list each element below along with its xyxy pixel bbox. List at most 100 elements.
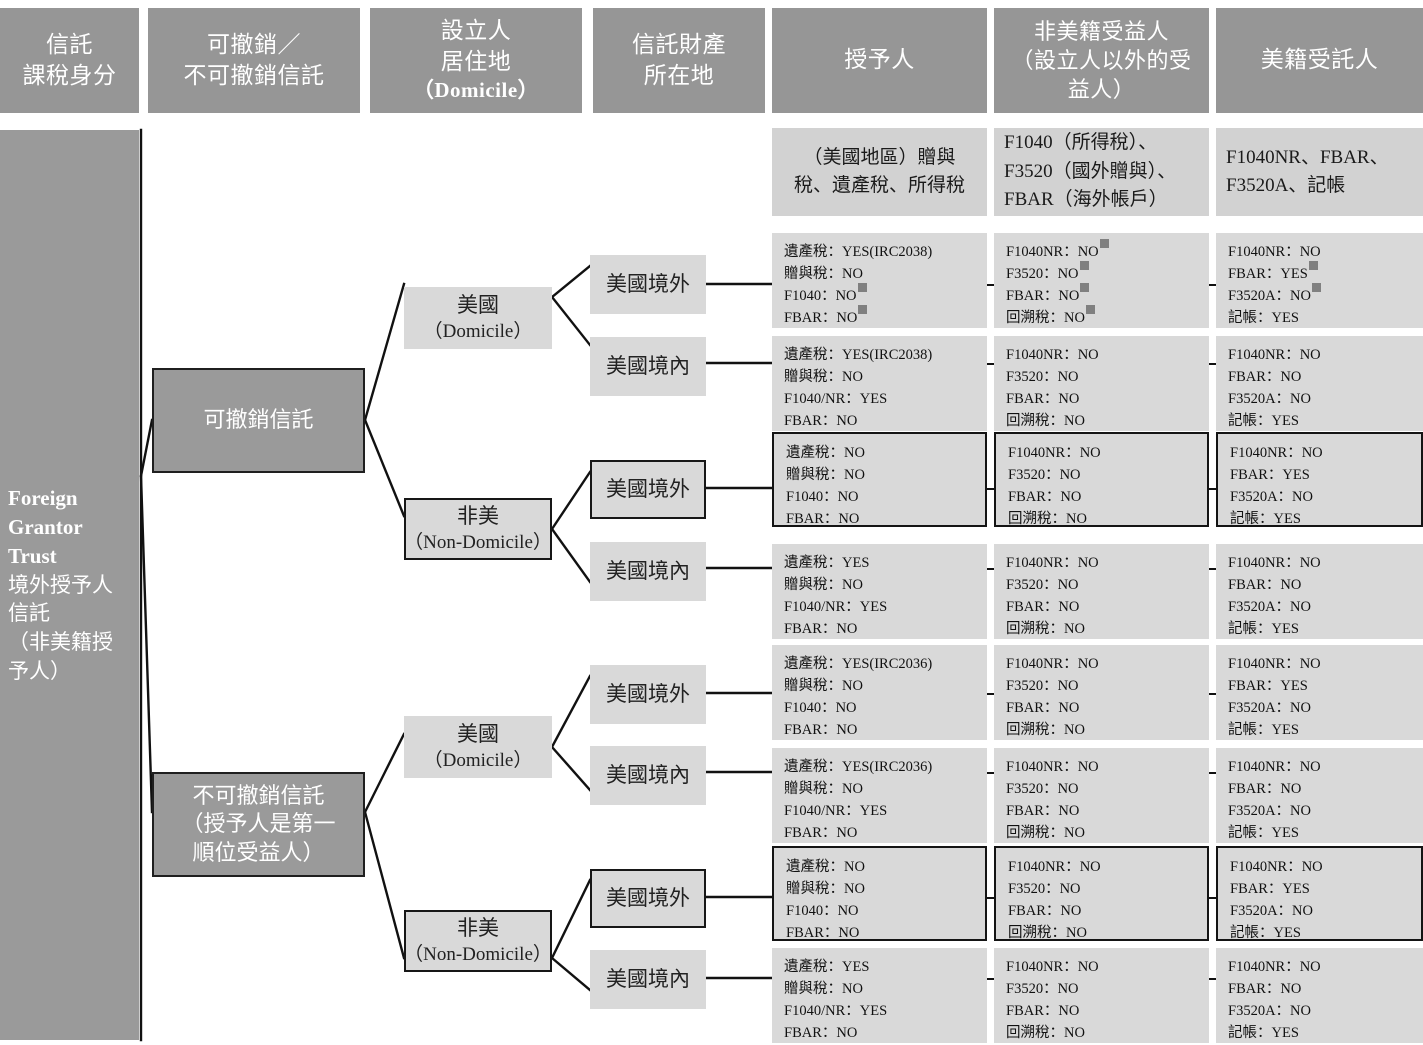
cell-line: FBAR：NO (1008, 903, 1082, 920)
cell-line: 記帳：YES (1230, 511, 1301, 528)
node-label: 美國境外 (606, 272, 690, 297)
node-location-7[interactable]: 美國境外 (590, 869, 706, 928)
node-label: 順位受益人） (192, 839, 325, 865)
cell-line: F1040：NO (784, 700, 857, 717)
cell-line: F1040NR：NO (1006, 555, 1099, 571)
header-property-location: 信託財產 所在地 (593, 8, 765, 113)
node-label: （授予人是第一 (181, 811, 336, 837)
cell-line: FBAR：NO (784, 722, 858, 739)
cell-line: 贈與稅：NO (784, 369, 863, 386)
cell-line: F1040NR：NO (1228, 347, 1321, 363)
node-location-6[interactable]: 美國境內 (590, 746, 706, 805)
column-connector-dash (983, 284, 994, 286)
header-us-trustee: 美籍受託人 (1216, 8, 1423, 113)
cell-line: 贈與稅：NO (784, 577, 863, 594)
cell-line: 贈與稅：NO (784, 981, 863, 998)
cell-line: FBAR：NO (784, 825, 858, 842)
legend-trustee: F1040NR、FBAR、 F3520A、記帳 (1216, 128, 1423, 216)
column-connector-dash (983, 363, 994, 365)
header-line: 設立人 (440, 18, 512, 44)
header-line: 不可撤銷信託 (183, 62, 325, 88)
node-location-1[interactable]: 美國境外 (590, 255, 706, 314)
node-label: 非美 (457, 504, 499, 528)
node-location-3[interactable]: 美國境外 (590, 460, 706, 519)
cell-line: F1040NR：NO (1006, 656, 1099, 672)
cell-line: F3520：NO (1006, 369, 1079, 386)
node-label: 美國 (457, 722, 499, 746)
cell-line: F3520A：NO (1228, 283, 1423, 307)
node-label: 不可撤銷信託 (192, 782, 325, 808)
node-domicile-us-irrevocable[interactable]: 美國 （Domicile） (404, 716, 552, 778)
node-label: 美國境內 (606, 763, 690, 788)
header-line: 信託財產 (632, 32, 726, 58)
cell-line: F3520：NO (1006, 577, 1079, 594)
cell-line: FBAR：NO (1006, 1003, 1080, 1020)
node-label: 美國境內 (606, 559, 690, 584)
trunk-line: Foreign (8, 486, 78, 511)
node-domicile-non-us-revocable[interactable]: 非美 （Non-Domicile） (404, 498, 552, 560)
cell-line: FBAR：YES (1228, 261, 1423, 285)
cell-line: F1040NR：NO (1228, 959, 1321, 975)
header-tax-status: 信託 課稅身分 (0, 8, 139, 113)
cell-line: F3520A：NO (1230, 903, 1313, 920)
cell-line: 回溯稅：NO (1006, 305, 1209, 329)
cell-line: F1040NR：NO (1006, 347, 1099, 363)
node-location-2[interactable]: 美國境內 (590, 337, 706, 396)
cell-line: F1040NR：NO (1006, 959, 1099, 975)
cell-line: F3520A：NO (1228, 1003, 1311, 1020)
node-domicile-us-revocable[interactable]: 美國 （Domicile） (404, 287, 552, 349)
cell-line: 贈與稅：NO (784, 781, 863, 798)
node-location-8[interactable]: 美國境內 (590, 950, 706, 1009)
cell-line: FBAR：NO (1008, 489, 1082, 506)
cell-line: 遺產稅：NO (786, 445, 865, 461)
header-line: 信託 (46, 32, 93, 58)
trunk-line: Trust (8, 543, 57, 568)
column-connector-dash (983, 897, 994, 899)
node-revocable-trust[interactable]: 可撤銷信託 (152, 368, 365, 473)
node-location-5[interactable]: 美國境外 (590, 665, 706, 724)
cell-line: F3520A：NO (1228, 391, 1311, 408)
legend-line: 稅、遺產稅、所得稅 (793, 175, 965, 196)
cell-line: F1040NR：NO (1230, 859, 1323, 875)
cell-line: FBAR：NO (1228, 369, 1302, 386)
header-line: （設立人以外的受 (1011, 47, 1192, 73)
trunk-line: 境外授予人 (8, 572, 113, 597)
cell-line: FBAR：NO (1228, 577, 1302, 594)
missing-glyph-icon (1080, 283, 1090, 293)
column-connector-dash (983, 772, 994, 774)
cell-line: F1040：NO (786, 489, 859, 506)
column-connector-dash (1205, 772, 1216, 774)
node-location-4[interactable]: 美國境內 (590, 542, 706, 601)
cell-line: F1040NR：NO (1228, 244, 1321, 260)
node-domicile-non-us-irrevocable[interactable]: 非美 （Non-Domicile） (404, 910, 552, 972)
cell-line: F1040/NR：YES (784, 803, 888, 820)
cell-line: F3520A：NO (1228, 599, 1311, 616)
node-label: 美國境內 (606, 354, 690, 379)
cell-line: 回溯稅：NO (1006, 722, 1085, 739)
legend-line: F3520（國外贈與）、 (1004, 160, 1177, 182)
cell-line: 回溯稅：NO (1006, 621, 1085, 638)
cell-line: F1040：NO (786, 903, 859, 920)
cell-line: FBAR：YES (1230, 467, 1310, 484)
node-label: 美國境外 (606, 886, 690, 911)
node-label: 美國境外 (606, 477, 690, 502)
cell-line: FBAR：NO (784, 1025, 858, 1042)
cell-line: 遺產稅：YES (784, 959, 870, 975)
header-line: 可撤銷／ (207, 32, 301, 58)
legend-line: F1040（所得稅）、 (1004, 132, 1158, 154)
node-label: （Domicile） (423, 321, 533, 343)
cell-line: 記帳：YES (1228, 722, 1299, 739)
header-line: 非美籍受益人 (1033, 18, 1169, 44)
cell-line: 回溯稅：NO (1008, 511, 1087, 528)
node-irrevocable-trust[interactable]: 不可撤銷信託 （授予人是第一 順位受益人） (152, 772, 365, 877)
cell-line: F1040NR：NO (1008, 445, 1101, 461)
